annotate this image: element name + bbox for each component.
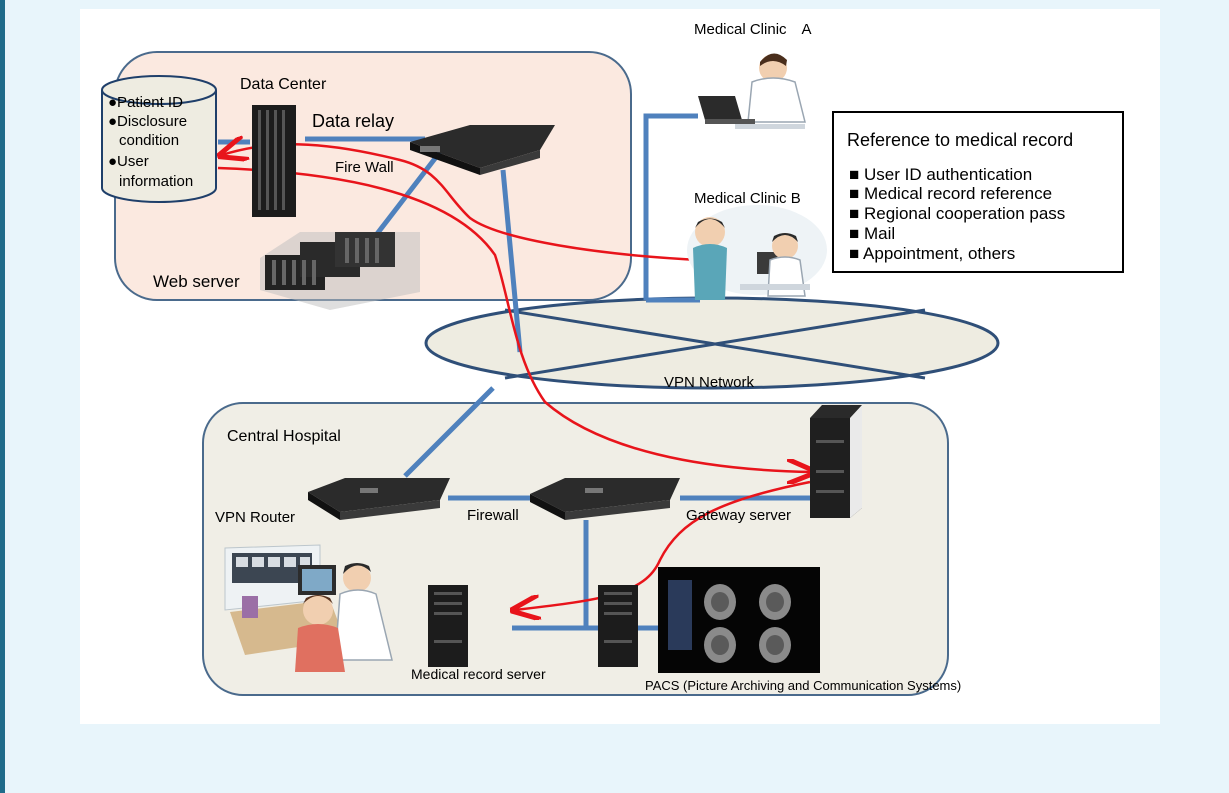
db-item-1: ●Patient ID [108,94,183,111]
medical-record-server-label: Medical record server [411,666,546,682]
reference-item-2: ■ Medical record reference [849,184,1052,203]
fire-wall-label: Fire Wall [335,159,394,176]
reference-item-1: ■ User ID authentication [849,165,1032,184]
data-relay-server-icon [252,105,296,217]
clinic-a-doctor-icon [698,53,806,129]
firewall-label: Firewall [467,507,519,524]
db-item-5: information [119,173,193,190]
gateway-server-label: Gateway server [686,507,791,524]
data-center-title: Data Center [240,76,327,93]
db-item-2: ●Disclosure [108,113,187,130]
firewall-appliance-icon [530,478,680,520]
reference-item-5: ■ Appointment, others [849,244,1015,263]
central-hospital-title: Central Hospital [227,428,341,445]
fire-wall-appliance-icon [410,125,555,175]
vpn-router-label: VPN Router [215,509,295,526]
left-accent-bar [0,0,5,793]
vpn-router-appliance-icon [308,478,450,520]
hospital-consultation-icon [224,544,393,672]
vpn-network-cloud [424,296,1000,390]
medical-record-server-icon [428,585,468,667]
pacs-image-display-icon [658,567,820,673]
vpn-network-label: VPN Network [664,374,755,391]
pacs-label: PACS (Picture Archiving and Communicatio… [645,678,961,693]
patient-database-icon [101,75,217,203]
reference-item-3: ■ Regional cooperation pass [849,204,1065,223]
web-server-cluster-icon [260,232,420,310]
db-item-4: ●User [108,153,149,170]
reference-box-title: Reference to medical record [847,130,1073,150]
reference-item-4: ■ Mail [849,224,895,243]
clinic-b-label: Medical Clinic B [694,190,801,207]
data-flow-arrows [218,144,812,610]
gateway-server-icon [810,405,862,518]
clinic-b-consultation-icon [687,205,827,300]
data-relay-label: Data relay [312,111,394,131]
db-item-3: condition [119,132,179,149]
reference-box [832,111,1124,273]
pacs-server-icon [598,585,638,667]
clinic-a-label: Medical Clinic A [694,21,812,38]
web-server-label: Web server [153,272,240,291]
